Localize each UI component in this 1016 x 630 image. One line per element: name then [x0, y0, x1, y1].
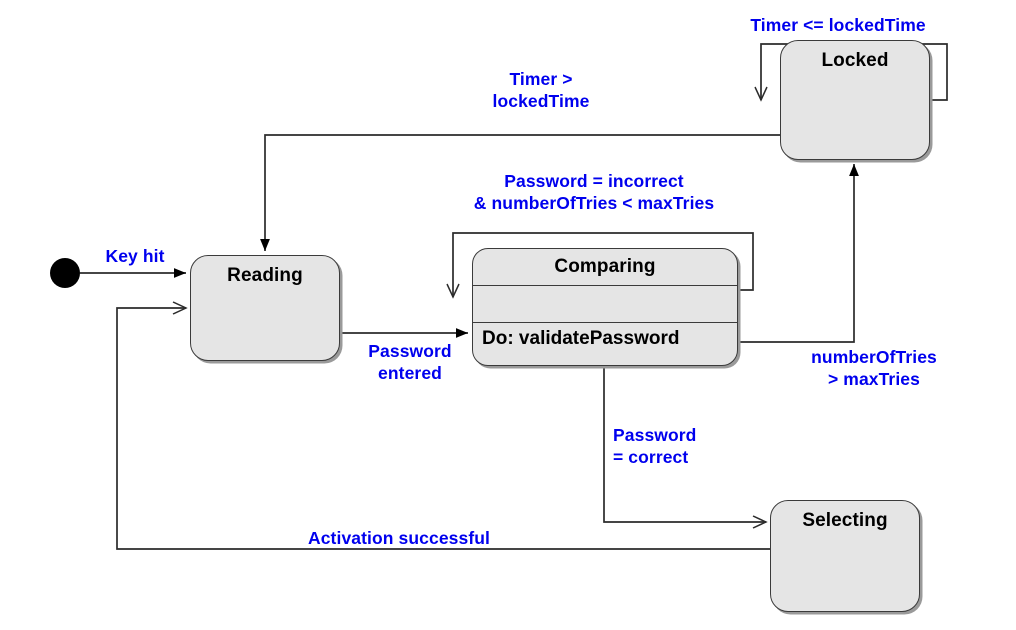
- label-comparing-self: Password = incorrect & numberOfTries < m…: [410, 170, 778, 214]
- state-reading[interactable]: Reading: [190, 255, 340, 361]
- label-password-entered-line2: entered: [378, 363, 442, 384]
- transition-comparing-self-line: [453, 232, 754, 297]
- label-password-correct: Password = correct: [613, 424, 743, 468]
- transition-timer-expired-line: [260, 134, 780, 251]
- label-key-hit: Key hit: [105, 246, 165, 266]
- initial-pseudostate-dot: [50, 258, 80, 288]
- label-timer-expired-line2: lockedTime: [492, 91, 590, 112]
- label-timer-expired: Timer > lockedTime: [448, 68, 634, 112]
- label-activation-successful: Activation successful: [307, 528, 491, 548]
- transition-password-correct-line: [603, 365, 766, 522]
- label-password-correct-line1: Password: [613, 425, 697, 445]
- label-locked-self: Timer <= lockedTime: [750, 15, 926, 35]
- label-password-correct-line2: = correct: [613, 447, 689, 468]
- state-comparing-do-activity: Do: validatePassword: [482, 328, 680, 349]
- state-selecting[interactable]: Selecting: [770, 500, 920, 612]
- state-reading-title: Reading: [227, 265, 303, 286]
- transition-activation-successful-line: [116, 308, 770, 550]
- label-max-tries-line2: > maxTries: [828, 369, 920, 390]
- state-comparing-internal-compartment: [473, 286, 737, 323]
- transition-locked-self-line: [761, 43, 948, 100]
- state-comparing-title: Comparing: [473, 249, 737, 286]
- transition-max-tries-line: [737, 164, 859, 343]
- label-timer-expired-line1: Timer >: [509, 69, 573, 89]
- label-max-tries: numberOfTries > maxTries: [778, 346, 970, 390]
- label-max-tries-line1: numberOfTries: [811, 347, 937, 367]
- state-selecting-title: Selecting: [802, 510, 888, 531]
- label-password-entered-line1: Password: [368, 341, 452, 361]
- label-comparing-self-line1: Password = incorrect: [504, 171, 684, 191]
- label-password-entered: Password entered: [344, 340, 476, 384]
- state-locked[interactable]: Locked: [780, 40, 930, 160]
- state-comparing[interactable]: Comparing Do: validatePassword: [472, 248, 738, 366]
- label-comparing-self-line2: & numberOfTries < maxTries: [473, 193, 715, 214]
- state-locked-title: Locked: [821, 50, 889, 71]
